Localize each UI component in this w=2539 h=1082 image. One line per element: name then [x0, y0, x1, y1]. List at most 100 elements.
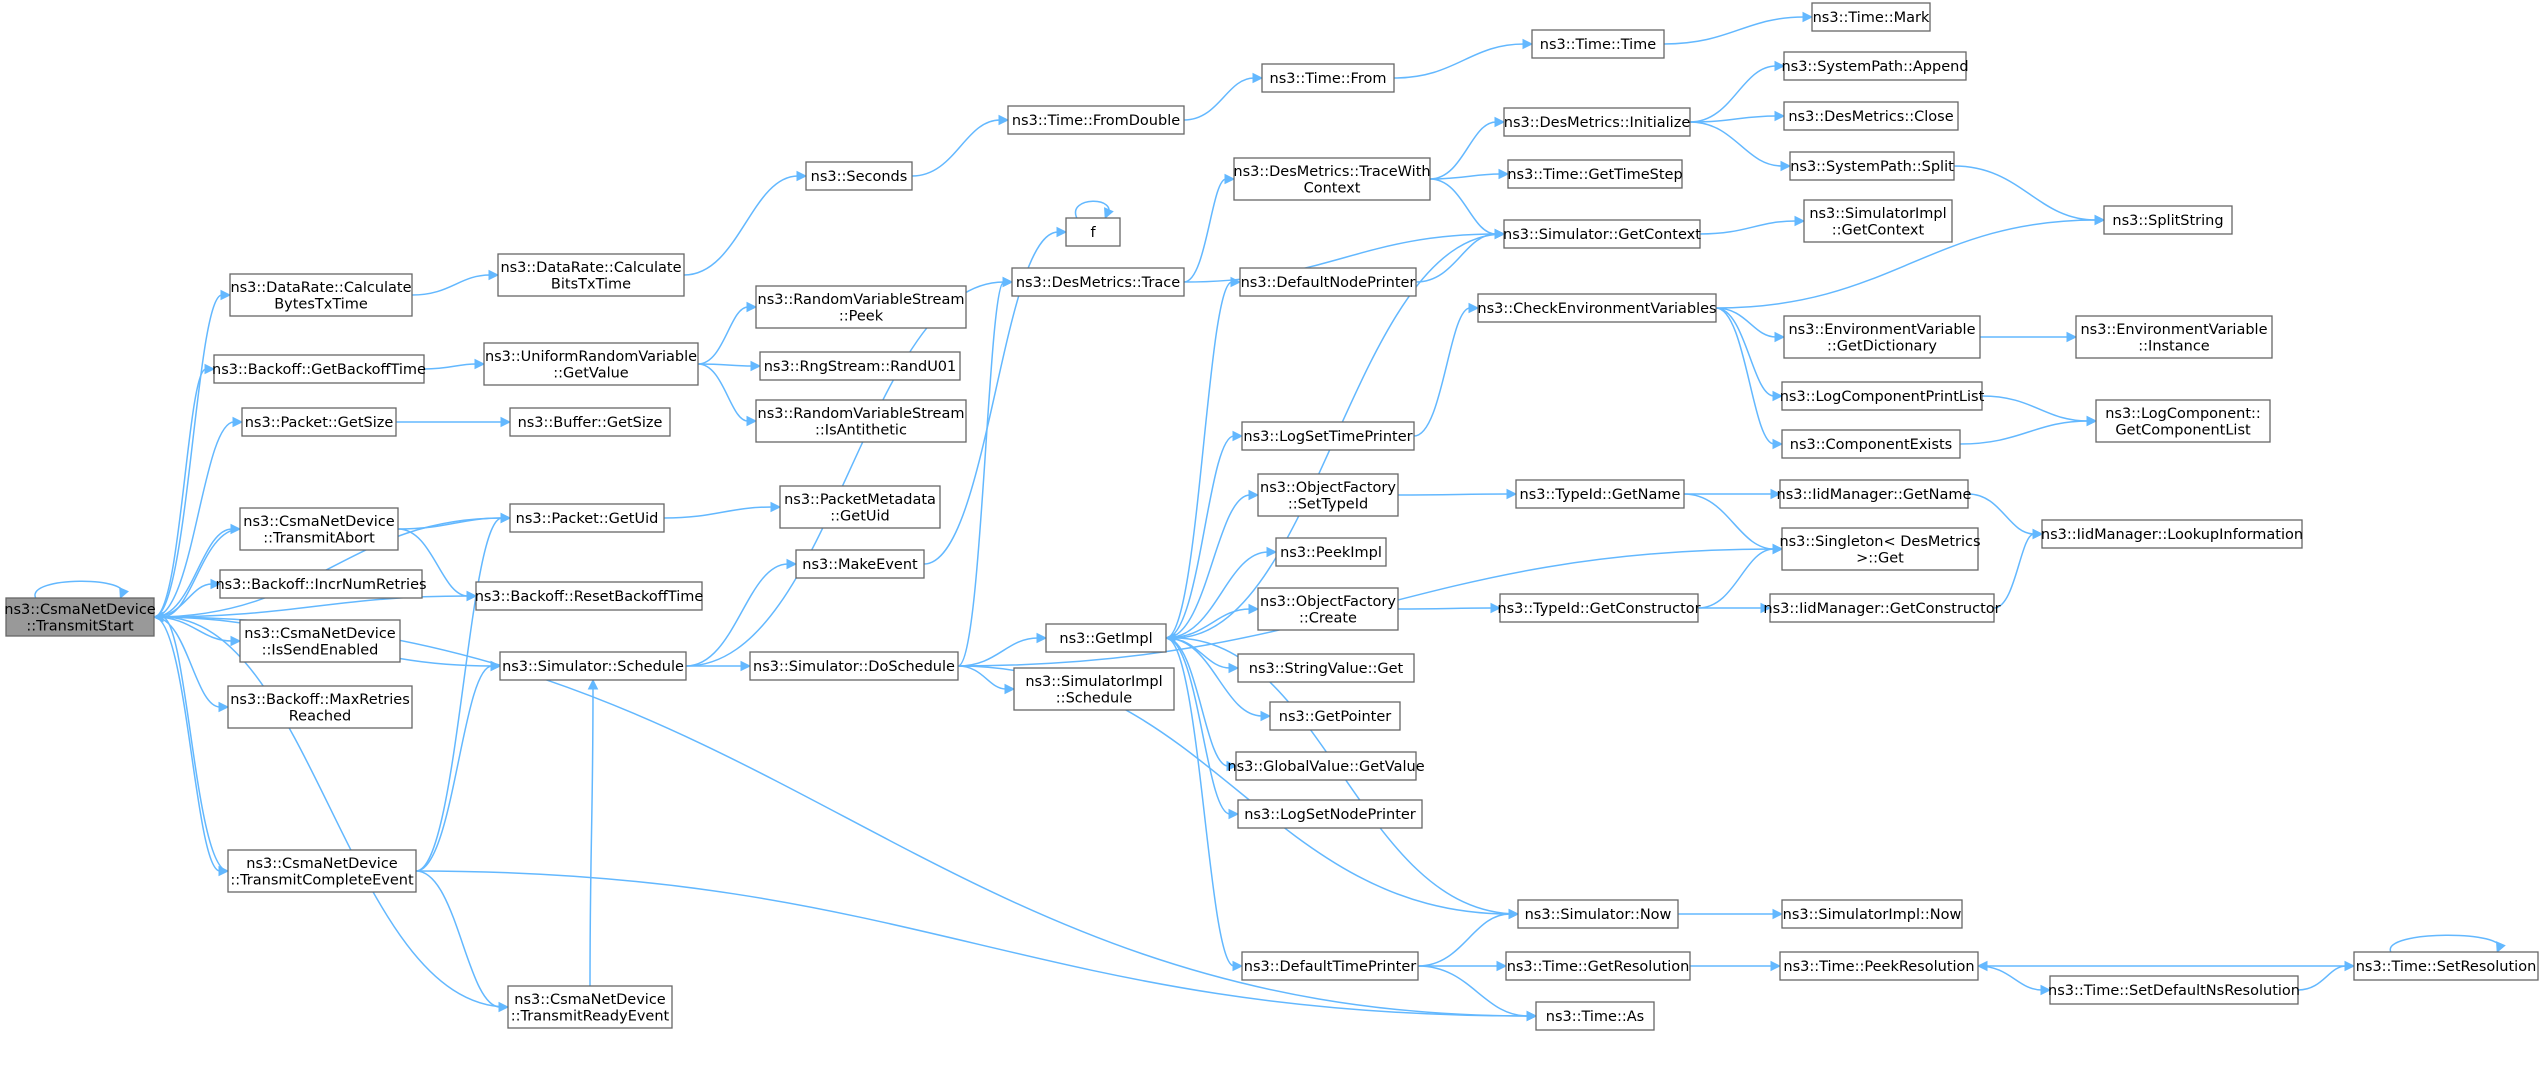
node-incr[interactable]: ns3::Backoff::IncrNumRetries	[215, 569, 427, 599]
node-label: ns3::TypeId::GetName	[1520, 487, 1681, 503]
node-makeEvent[interactable]: ns3::MakeEvent	[795, 549, 925, 579]
node-simCtx[interactable]: ns3::Simulator::GetContext	[1503, 219, 1701, 249]
node-peekRes[interactable]: ns3::Time::PeekResolution	[1779, 951, 1979, 981]
node-simImplNow[interactable]: ns3::SimulatorImpl::Now	[1781, 899, 1963, 929]
node-label: ns3::DesMetrics::Trace	[1016, 275, 1180, 291]
node-tidGetName[interactable]: ns3::TypeId::GetName	[1515, 479, 1685, 509]
node-logSetTime[interactable]: ns3::LogSetTimePrinter	[1241, 421, 1415, 451]
node-simImplCtx[interactable]: ns3::SimulatorImpl::GetContext	[1803, 199, 1953, 243]
node-envInst[interactable]: ns3::EnvironmentVariable::Instance	[2075, 315, 2273, 359]
node-ready[interactable]: ns3::CsmaNetDevice::TransmitReadyEvent	[507, 985, 673, 1029]
node-abort[interactable]: ns3::CsmaNetDevice::TransmitAbort	[239, 507, 399, 551]
node-label: ns3::StringValue::Get	[1249, 661, 1404, 677]
node-label: BitsTxTime	[551, 276, 631, 292]
node-iidCtor[interactable]: ns3::IidManager::GetConstructor	[1763, 593, 2001, 623]
node-iidLookup[interactable]: ns3::IidManager::LookupInformation	[2041, 519, 2303, 549]
node-box	[1531, 29, 1665, 59]
node-root[interactable]: ns3::CsmaNetDevice::TransmitStart	[4, 597, 156, 637]
node-rand[interactable]: ns3::RngStream::RandU01	[759, 351, 961, 381]
node-defNode[interactable]: ns3::DefaultNodePrinter	[1239, 267, 1417, 297]
node-label: GetComponentList	[2115, 422, 2251, 438]
node-rvsPeek[interactable]: ns3::RandomVariableStream::Peek	[755, 285, 967, 329]
node-box	[1275, 537, 1387, 567]
node-logSetNode[interactable]: ns3::LogSetNodePrinter	[1237, 799, 1423, 829]
node-box	[1045, 623, 1167, 653]
node-lcpList[interactable]: ns3::LogComponentPrintList	[1780, 381, 1985, 411]
node-envDict[interactable]: ns3::EnvironmentVariable::GetDictionary	[1783, 315, 1981, 359]
node-getImpl[interactable]: ns3::GetImpl	[1045, 623, 1167, 653]
node-label: ::GetDictionary	[1827, 338, 1937, 354]
node-ofSetType[interactable]: ns3::ObjectFactory::SetTypeId	[1257, 473, 1399, 517]
node-doSched[interactable]: ns3::Simulator::DoSchedule	[749, 651, 959, 681]
node-desInit[interactable]: ns3::DesMetrics::Initialize	[1503, 107, 1691, 137]
node-tidCtor[interactable]: ns3::TypeId::GetConstructor	[1497, 593, 1701, 623]
node-box	[1789, 151, 1955, 181]
node-bufSize[interactable]: ns3::Buffer::GetSize	[509, 407, 671, 437]
edge-complete-to-pktUid	[415, 512, 512, 872]
node-backoffTime[interactable]: ns3::Backoff::GetBackoffTime	[212, 354, 426, 384]
node-urvGet[interactable]: ns3::UniformRandomVariable::GetValue	[483, 342, 699, 386]
node-compExists[interactable]: ns3::ComponentExists	[1781, 429, 1961, 459]
node-iidGetName[interactable]: ns3::IidManager::GetName	[1777, 479, 1972, 509]
node-label: ns3::Time::PeekResolution	[1783, 959, 1974, 975]
node-timeAs[interactable]: ns3::Time::As	[1535, 1001, 1655, 1031]
node-label: ns3::SimulatorImpl::Now	[1783, 907, 1962, 923]
node-label: ns3::Time::As	[1546, 1009, 1644, 1025]
node-f[interactable]: f	[1065, 217, 1121, 247]
node-singleton[interactable]: ns3::Singleton< DesMetrics>::Get	[1779, 527, 1981, 571]
node-timeStep[interactable]: ns3::Time::GetTimeStep	[1507, 159, 1683, 189]
node-ofCreate[interactable]: ns3::ObjectFactory::Create	[1257, 587, 1399, 631]
node-desTrace[interactable]: ns3::DesMetrics::Trace	[1011, 267, 1185, 297]
edge-checkEnv-to-envDict	[1715, 307, 1786, 343]
node-checkEnv[interactable]: ns3::CheckEnvironmentVariables	[1477, 293, 1717, 323]
node-box	[213, 354, 425, 384]
node-simSched[interactable]: ns3::Simulator::Schedule	[499, 651, 687, 681]
node-simImplSched[interactable]: ns3::SimulatorImpl::Schedule	[1013, 667, 1175, 711]
node-box	[497, 253, 685, 297]
node-peekImpl[interactable]: ns3::PeekImpl	[1275, 537, 1387, 567]
node-box	[2095, 399, 2271, 443]
node-resetBk[interactable]: ns3::Backoff::ResetBackoffTime	[475, 581, 704, 611]
node-pktUid[interactable]: ns3::Packet::GetUid	[509, 503, 665, 533]
node-mark[interactable]: ns3::Time::Mark	[1811, 2, 1931, 32]
node-box	[475, 581, 703, 611]
edge-simSched-to-makeEvent	[685, 558, 798, 667]
edge-desInit-to-spSplit	[1689, 121, 1792, 172]
node-sendEn[interactable]: ns3::CsmaNetDevice::IsSendEnabled	[239, 619, 401, 663]
node-label: BytesTxTime	[274, 296, 368, 312]
node-box	[1781, 527, 1979, 571]
edge-ofCreate-to-tidCtor	[1397, 602, 1502, 614]
node-pktSize[interactable]: ns3::Packet::GetSize	[241, 407, 397, 437]
node-simNow[interactable]: ns3::Simulator::Now	[1517, 899, 1679, 929]
node-spAppend[interactable]: ns3::SystemPath::Append	[1781, 51, 1969, 81]
node-rvsAnti[interactable]: ns3::RandomVariableStream::IsAntithetic	[755, 399, 967, 443]
node-defTime[interactable]: ns3::DefaultTimePrinter	[1241, 951, 1419, 981]
node-box	[229, 273, 413, 317]
edge-doSched-to-desTrace	[957, 276, 1014, 667]
node-lcList[interactable]: ns3::LogComponent::GetComponentList	[2095, 399, 2271, 443]
node-desClose[interactable]: ns3::DesMetrics::Close	[1783, 101, 1959, 131]
node-strGet[interactable]: ns3::StringValue::Get	[1237, 653, 1415, 683]
node-spSplit[interactable]: ns3::SystemPath::Split	[1789, 151, 1955, 181]
node-setDefNs[interactable]: ns3::Time::SetDefaultNsResolution	[2048, 975, 2300, 1005]
edge-urvGet-to-rvsAnti	[697, 363, 758, 427]
node-gvGet[interactable]: ns3::GlobalValue::GetValue	[1227, 751, 1425, 781]
node-splitStr[interactable]: ns3::SplitString	[2103, 205, 2233, 235]
node-fromDouble[interactable]: ns3::Time::FromDouble	[1007, 105, 1185, 135]
node-metaUid[interactable]: ns3::PacketMetadata::GetUid	[779, 485, 941, 529]
edge-getImpl-to-gvGet	[1165, 637, 1238, 772]
node-box	[1811, 2, 1931, 32]
node-seconds[interactable]: ns3::Seconds	[805, 161, 913, 191]
node-timeTime[interactable]: ns3::Time::Time	[1531, 29, 1665, 59]
node-label: ::IsSendEnabled	[262, 642, 379, 658]
node-setRes[interactable]: ns3::Time::SetResolution	[2353, 951, 2539, 981]
node-getRes[interactable]: ns3::Time::GetResolution	[1505, 951, 1691, 981]
node-getPtr[interactable]: ns3::GetPointer	[1269, 701, 1401, 731]
node-from[interactable]: ns3::Time::From	[1261, 63, 1395, 93]
edge-from-to-timeTime	[1393, 38, 1534, 79]
node-complete[interactable]: ns3::CsmaNetDevice::TransmitCompleteEven…	[227, 849, 417, 893]
